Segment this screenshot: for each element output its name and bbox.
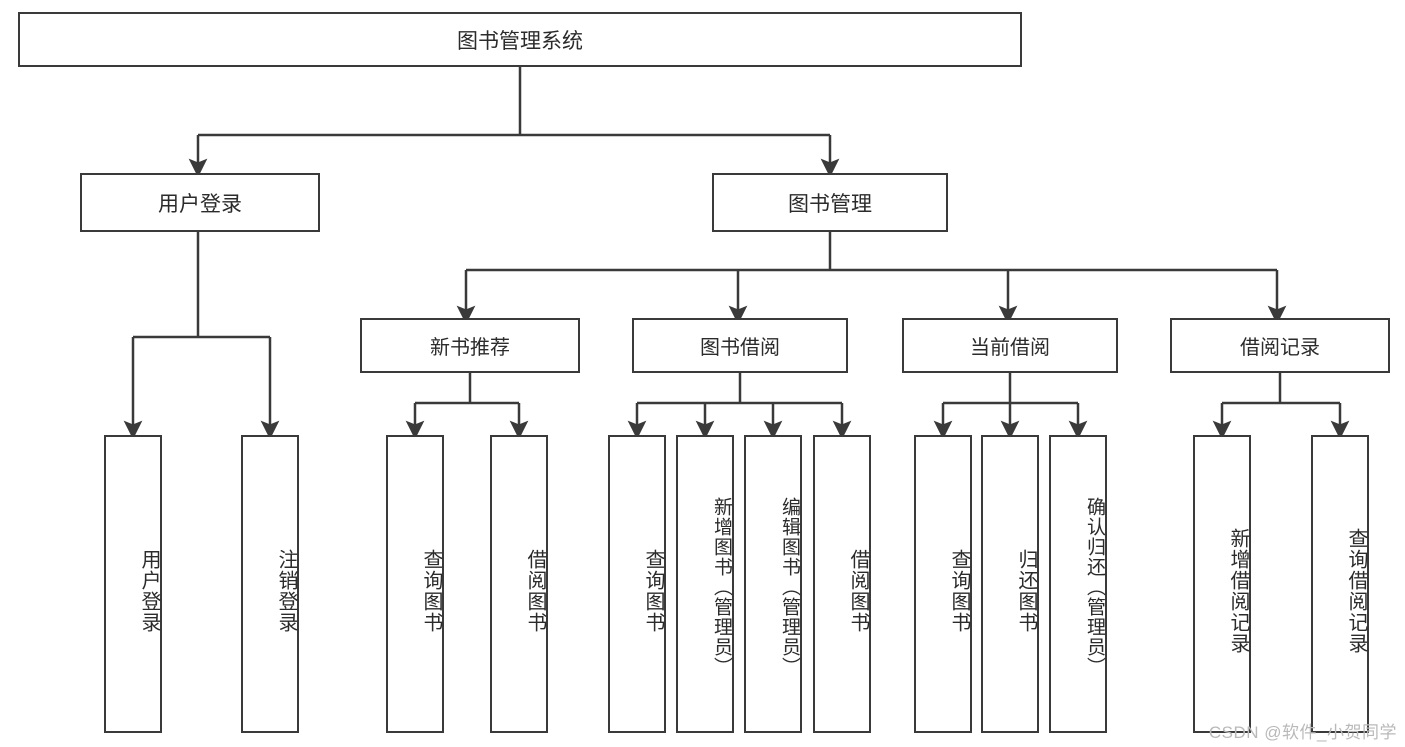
leaf-logout-login[interactable]: 注销登录: [241, 435, 299, 733]
leaf-edit-book-admin[interactable]: 编辑图书（管理员）: [744, 435, 802, 733]
node-label: 当前借阅: [970, 337, 1050, 359]
node-book-management[interactable]: 图书管理: [712, 173, 948, 232]
node-label: 确认归还（管理员）: [1084, 497, 1105, 677]
node-label: 用户登录: [158, 192, 242, 216]
leaf-borrow-book[interactable]: 借阅图书: [813, 435, 871, 733]
node-label: 查询图书: [642, 549, 664, 633]
node-label: 图书管理: [788, 192, 872, 216]
leaf-user-login[interactable]: 用户登录: [104, 435, 162, 733]
node-label: 图书借阅: [700, 337, 780, 359]
leaf-add-borrow-record[interactable]: 新增借阅记录: [1193, 435, 1251, 733]
node-label: 编辑图书（管理员）: [779, 497, 800, 677]
node-label: 注销登录: [275, 549, 297, 633]
node-label: 图书管理系统: [457, 29, 583, 53]
leaf-query-book-current[interactable]: 查询图书: [914, 435, 972, 733]
node-label: 借阅图书: [524, 549, 546, 633]
leaf-borrow-book-recommend[interactable]: 借阅图书: [490, 435, 548, 733]
leaf-query-book-recommend[interactable]: 查询图书: [386, 435, 444, 733]
leaf-query-book-borrow[interactable]: 查询图书: [608, 435, 666, 733]
node-label: 查询图书: [948, 549, 970, 633]
node-label: 归还图书: [1015, 549, 1037, 633]
leaf-query-borrow-record[interactable]: 查询借阅记录: [1311, 435, 1369, 733]
node-label: 用户登录: [138, 549, 160, 633]
node-new-book-recommend[interactable]: 新书推荐: [360, 318, 580, 373]
leaf-confirm-return-admin[interactable]: 确认归还（管理员）: [1049, 435, 1107, 733]
node-current-borrow[interactable]: 当前借阅: [902, 318, 1118, 373]
node-label: 借阅记录: [1240, 337, 1320, 359]
node-user-login[interactable]: 用户登录: [80, 173, 320, 232]
csdn-watermark: CSDN @软件_小贺同学: [1208, 723, 1397, 742]
node-label: 查询图书: [420, 549, 442, 633]
leaf-add-book-admin[interactable]: 新增图书（管理员）: [676, 435, 734, 733]
node-label: 新增图书（管理员）: [711, 497, 732, 677]
node-label: 借阅图书: [847, 549, 869, 633]
node-label: 新增借阅记录: [1227, 528, 1249, 654]
node-book-borrow[interactable]: 图书借阅: [632, 318, 848, 373]
node-root-book-management-system[interactable]: 图书管理系统: [18, 12, 1022, 67]
node-label: 新书推荐: [430, 337, 510, 359]
leaf-return-book[interactable]: 归还图书: [981, 435, 1039, 733]
node-label: 查询借阅记录: [1345, 528, 1367, 654]
node-borrow-record[interactable]: 借阅记录: [1170, 318, 1390, 373]
